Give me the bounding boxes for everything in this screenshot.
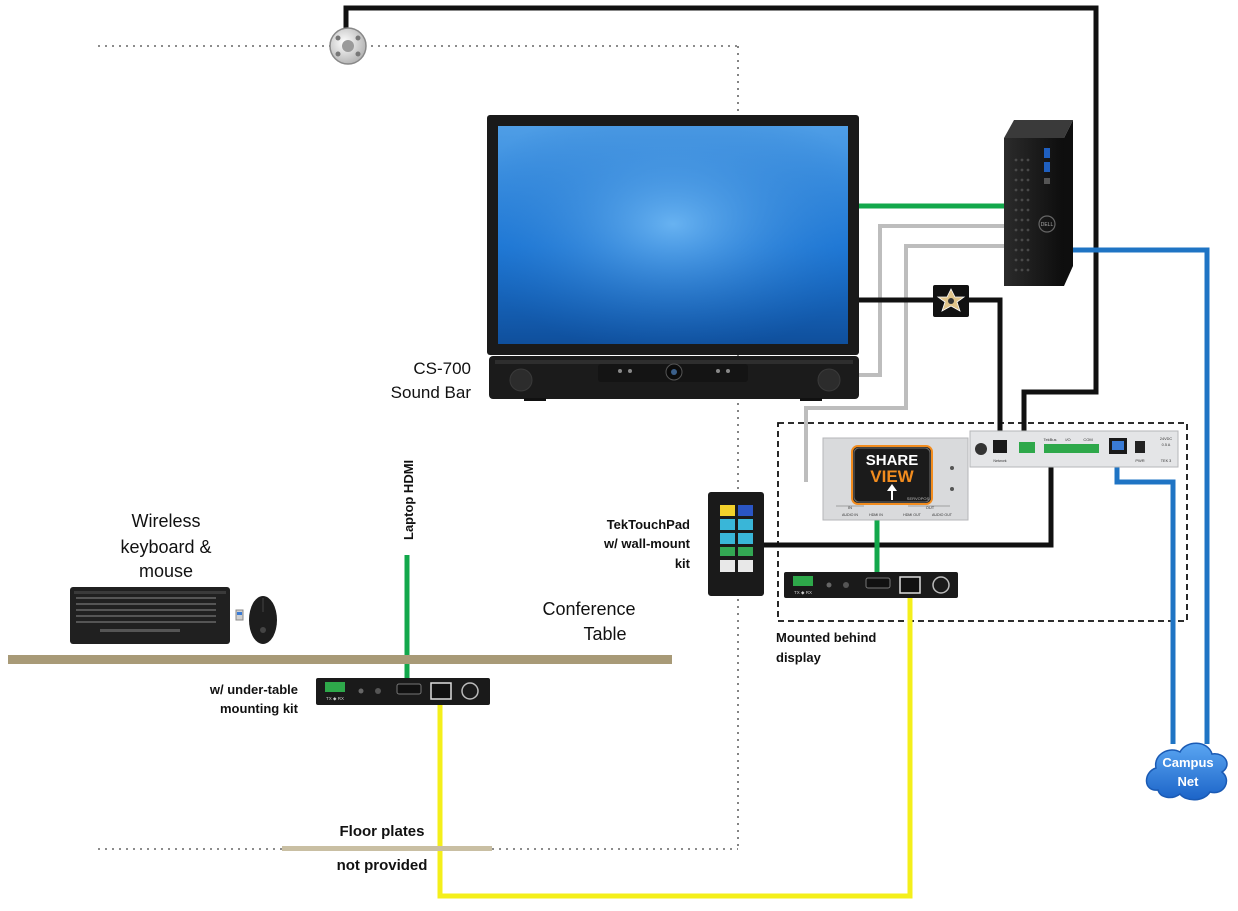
- shareview-audio-out-text: AUDIO OUT: [932, 513, 953, 517]
- mouse-icon: [249, 596, 277, 644]
- network-cable-pc: [1072, 247, 1210, 744]
- wireless-label-3: mouse: [139, 561, 193, 581]
- shareview-top-text: SHARE: [866, 452, 919, 469]
- usb-receiver-icon: [235, 609, 244, 621]
- control-hub-icon: Network TekBus I/O COM PWR 24VDC 0.5 A T…: [969, 430, 1179, 468]
- hub-voltage-text: 24VDC: [1160, 437, 1172, 441]
- shareview-brand-text: SERVOPOS: [907, 496, 930, 501]
- floor-plates-label: Floor plates: [339, 823, 424, 840]
- shareview-out-text: OUT: [926, 505, 935, 510]
- mounted-label-1: Mounted behind: [776, 630, 876, 645]
- mounted-behind-box: [777, 422, 1188, 622]
- touchpad-label-1: TekTouchPad: [607, 517, 690, 532]
- hub-tekbus-text: TekBus: [1043, 437, 1056, 442]
- extender-table-txrx-text: TX ◆ RX: [326, 696, 344, 701]
- control-cable-switch: [968, 297, 1003, 448]
- conference-label-2: Table: [583, 624, 626, 644]
- wireless-label-2: keyboard &: [120, 537, 211, 557]
- shareview-in-text: IN: [848, 505, 852, 510]
- campus-net-label-1: Campus: [1162, 755, 1213, 770]
- wireless-label-1: Wireless: [131, 511, 200, 531]
- conference-table: [8, 655, 672, 664]
- shareview-bottom-text: VIEW: [870, 467, 914, 486]
- sound-bar-icon: [489, 356, 859, 401]
- mounted-label-2: display: [776, 650, 822, 665]
- shareview-hub-icon: SHARE VIEW SERVOPOS IN OUT AUDIO IN HDMI…: [822, 437, 969, 521]
- shareview-hdmi-out-text: HDMI OUT: [903, 513, 922, 517]
- floor-plates-bar: [282, 846, 492, 851]
- ceiling-microphone-icon: [329, 27, 367, 65]
- hdbaset-cable: [437, 583, 913, 899]
- conference-label-1: Conference: [542, 599, 635, 619]
- shareview-audio-in-text: AUDIO IN: [842, 513, 858, 517]
- hub-io-text: I/O: [1065, 437, 1070, 442]
- extender-txrx-text: TX ◆ RX: [794, 590, 812, 595]
- control-cable-mic: [343, 5, 1099, 447]
- shareview-hdmi-in-text: HDMI IN: [869, 513, 883, 517]
- hdbaset-extender-icon: TX ◆ RX: [784, 572, 958, 598]
- hub-network-text: Network: [993, 459, 1006, 463]
- laptop-hdmi-label: Laptop HDMI: [401, 460, 416, 540]
- keyboard-icon: [70, 587, 230, 644]
- touchpad-label-3: kit: [675, 556, 691, 571]
- soundbar-label-2: Sound Bar: [391, 383, 472, 402]
- hub-com-text: COM: [1083, 437, 1092, 442]
- hub-amp-text: 0.5 A: [1162, 443, 1171, 447]
- usb-cable-shareview: [804, 244, 1004, 482]
- hub-pwr-text: PWR: [1135, 458, 1144, 463]
- hdbaset-extender-table-icon: TX ◆ RX: [316, 678, 490, 705]
- mini-pc-icon: DELL: [1004, 120, 1073, 286]
- campus-net-label-2: Net: [1178, 774, 1200, 789]
- cloud-icon: Campus Net: [1145, 742, 1228, 801]
- control-cable-touchpad: [764, 452, 1054, 548]
- hub-model-text: TEK 3: [1161, 459, 1172, 463]
- network-cable-hub: [1114, 454, 1176, 744]
- touch-panel-icon: [708, 492, 764, 596]
- soundbar-label-1: CS-700: [413, 359, 471, 378]
- touchpad-label-2: w/ wall-mount: [603, 536, 691, 551]
- pc-brand-text: DELL: [1041, 222, 1054, 228]
- display-monitor-icon: [487, 115, 859, 355]
- not-provided-label: not provided: [337, 857, 428, 874]
- undertable-label-1: w/ under-table: [209, 682, 298, 697]
- undertable-label-2: mounting kit: [220, 701, 299, 716]
- network-switch-icon: [933, 285, 969, 317]
